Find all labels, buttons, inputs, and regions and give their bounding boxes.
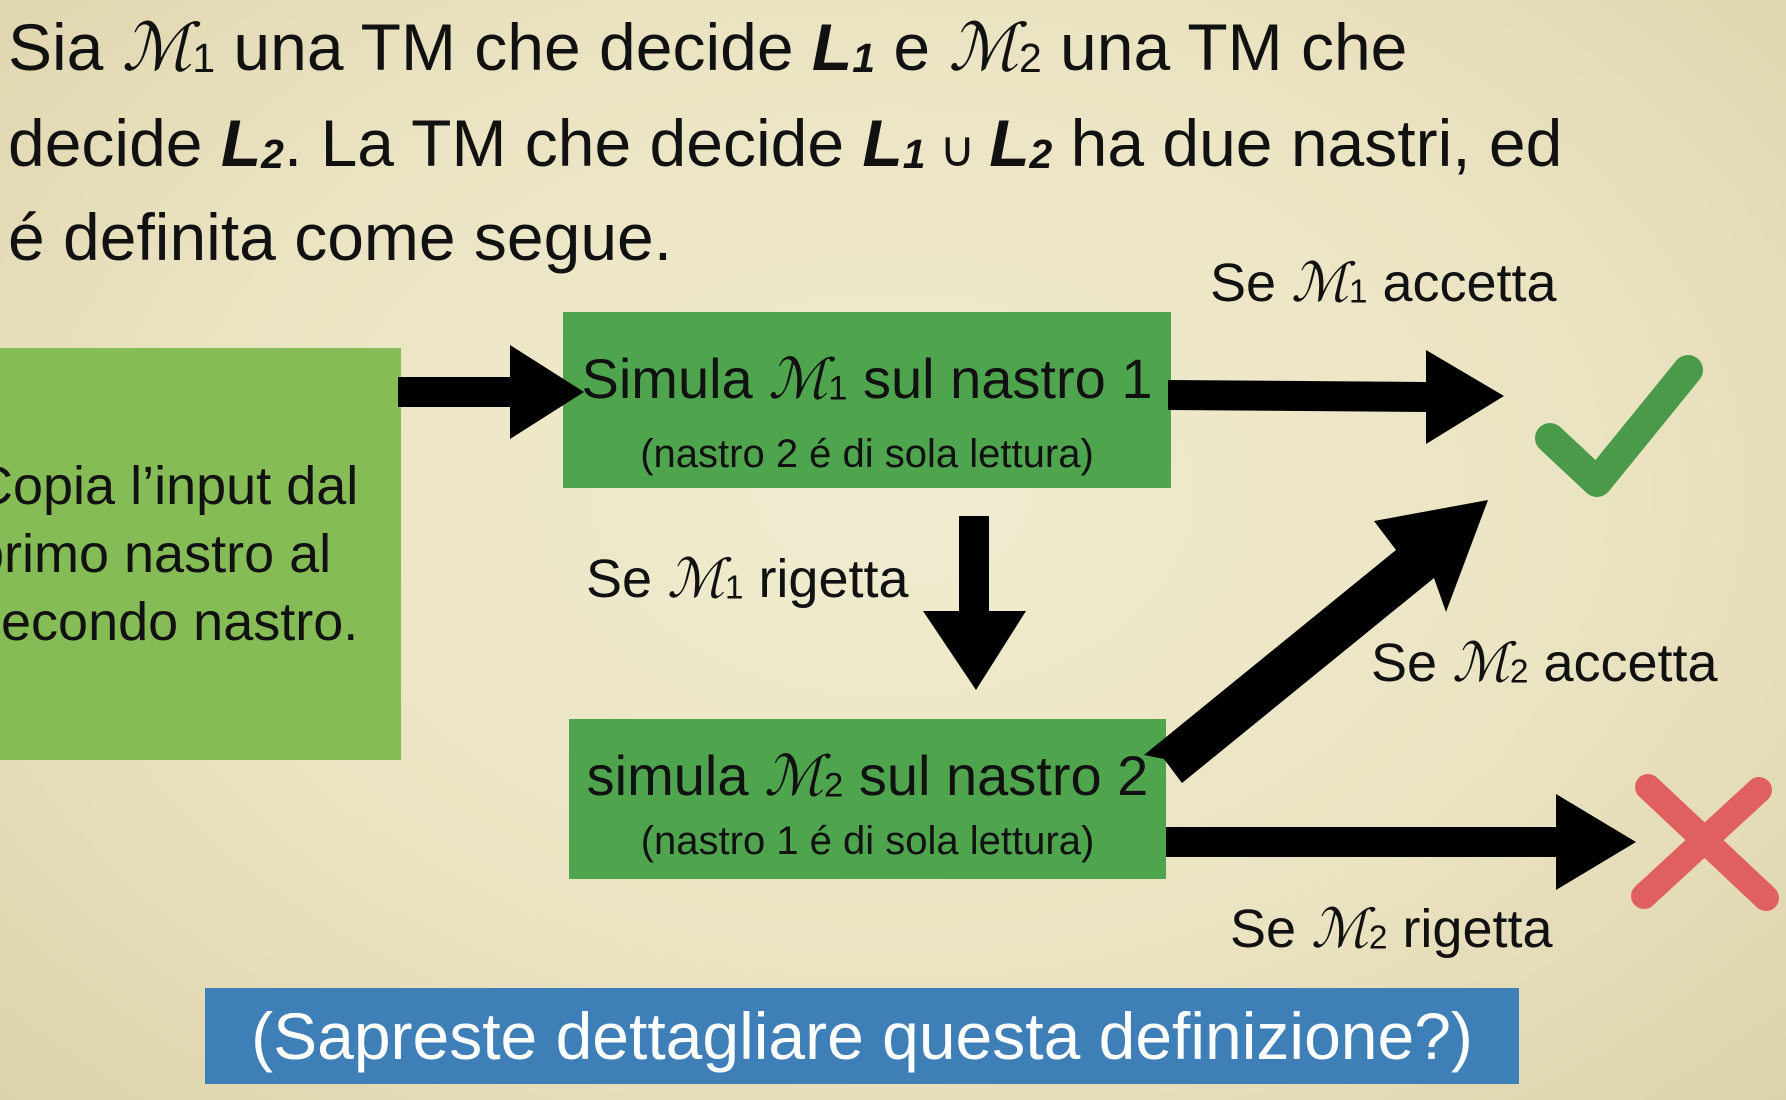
checkmark-icon xyxy=(1535,355,1703,497)
label-m1-accepts: Se ℳ1 accetta xyxy=(1210,251,1557,314)
simulate-m1-title: Simula ℳ1 sul nastro 1 xyxy=(581,347,1153,412)
intro-line-1: Sia ℳ1 una TM che decide L1 e ℳ2 una TM … xyxy=(8,9,1408,86)
simulate-m2-title: simula ℳ2 sul nastro 2 xyxy=(586,744,1149,809)
copy-box-line-2: primo nastro al xyxy=(0,524,332,584)
label-m2-accepts: Se ℳ2 accetta xyxy=(1371,631,1718,694)
copy-box-line-1: Copia l’input dal xyxy=(0,456,359,516)
intro-line-3: é definita come segue. xyxy=(8,200,673,274)
simulate-m1-box: Simula ℳ1 sul nastro 1 (nastro 2 é di so… xyxy=(563,312,1171,488)
label-m1-rejects: Se ℳ1 rigetta xyxy=(586,547,909,610)
arrow-sim2-to-accept xyxy=(1144,500,1488,783)
cross-icon xyxy=(1631,774,1779,911)
simulate-m2-box: simula ℳ2 sul nastro 2 (nastro 1 é di so… xyxy=(569,719,1166,879)
simulate-m2-note: (nastro 1 é di sola lettura) xyxy=(640,819,1095,863)
copy-box-line-3: secondo nastro. xyxy=(0,592,359,652)
arrow-sim2-to-reject xyxy=(1166,794,1636,890)
arrow-sim1-to-sim2 xyxy=(923,516,1026,690)
arrow-sim1-to-accept xyxy=(1168,350,1504,444)
simulate-m1-note: (nastro 2 é di sola lettura) xyxy=(640,432,1094,476)
question-banner: (Sapreste dettagliare questa definizione… xyxy=(205,988,1519,1084)
intro-line-2: decide L2. La TM che decide L1 ∪ L2 ha d… xyxy=(8,106,1563,180)
copy-input-box: Copia l’input dal primo nastro al second… xyxy=(0,348,401,760)
label-m2-rejects: Se ℳ2 rigetta xyxy=(1230,897,1553,960)
arrow-copy-to-sim1 xyxy=(398,345,584,439)
